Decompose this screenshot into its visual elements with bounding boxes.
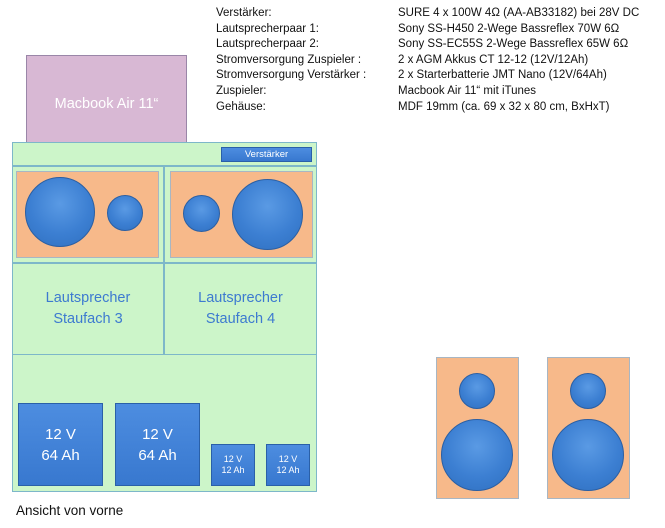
spec-value: Sony SS-H450 2-Wege Bassreflex 70W 6Ω <box>398 22 620 35</box>
compartment-3-line1: Lautsprecher <box>45 290 131 306</box>
battery-voltage: 12 V <box>223 454 243 464</box>
spec-value: Sony SS-EC55S 2-Wege Bassreflex 65W 6Ω <box>398 38 629 51</box>
spec-value: 2 x Starterbatterie JMT Nano (12V/64Ah) <box>398 69 607 82</box>
battery-capacity: 12 Ah <box>276 465 300 475</box>
spec-label: Lautsprecherpaar 2: <box>216 38 319 51</box>
compartment-4-line1: Lautsprecher <box>198 290 283 306</box>
woofer-icon <box>25 177 95 247</box>
spec-value: MDF 19mm (ca. 69 x 32 x 80 cm, BxHxT) <box>398 100 610 113</box>
battery-capacity: 64 Ah <box>138 446 177 464</box>
battery-voltage: 12 V <box>278 454 298 464</box>
storage-compartment-3 <box>12 263 164 355</box>
compartment-4-label: Lautsprecher Staufach 4 <box>164 288 317 330</box>
tweeter-icon <box>183 195 220 232</box>
spec-value: 2 x AGM Akkus CT 12-12 (12V/12Ah) <box>398 53 589 66</box>
battery-64ah: 12 V 64 Ah <box>115 403 200 486</box>
battery-64ah: 12 V 64 Ah <box>18 403 103 486</box>
spec-label: Zuspieler: <box>216 84 267 97</box>
battery-voltage: 12 V <box>45 425 76 443</box>
macbook-label: Macbook Air 11“ <box>54 96 159 112</box>
tweeter-icon <box>459 373 495 409</box>
macbook-screen: Macbook Air 11“ <box>26 55 187 153</box>
spec-label: Stromversorgung Zuspieler : <box>216 53 362 66</box>
woofer-icon <box>441 419 513 491</box>
spec-label: Lautsprecherpaar 1: <box>216 22 319 35</box>
view-caption: Ansicht von vorne <box>16 503 124 518</box>
compartment-4-line2: Staufach 4 <box>205 311 276 327</box>
spec-label: Verstärker: <box>216 7 272 19</box>
amplifier-label: Verstärker <box>244 149 289 160</box>
spec-value: SURE 4 x 100W 4Ω (AA-AB33182) bei 28V DC <box>398 7 640 19</box>
spec-label: Stromversorgung Verstärker : <box>216 69 367 82</box>
spec-label: Gehäuse: <box>216 100 266 113</box>
battery-12ah: 12 V 12 Ah <box>266 444 310 486</box>
tweeter-icon <box>107 195 143 231</box>
battery-12ah: 12 V 12 Ah <box>211 444 255 486</box>
battery-capacity: 12 Ah <box>221 465 245 475</box>
compartment-3-label: Lautsprecher Staufach 3 <box>12 288 164 330</box>
battery-voltage: 12 V <box>142 425 173 443</box>
tweeter-icon <box>570 373 606 409</box>
spec-value: Macbook Air 11“ mit iTunes <box>398 84 537 97</box>
woofer-icon <box>232 179 303 250</box>
battery-capacity: 64 Ah <box>41 446 80 464</box>
compartment-3-line2: Staufach 3 <box>53 311 123 327</box>
woofer-icon <box>552 419 624 491</box>
storage-compartment-4 <box>164 263 317 355</box>
amplifier-box: Verstärker <box>221 147 312 162</box>
